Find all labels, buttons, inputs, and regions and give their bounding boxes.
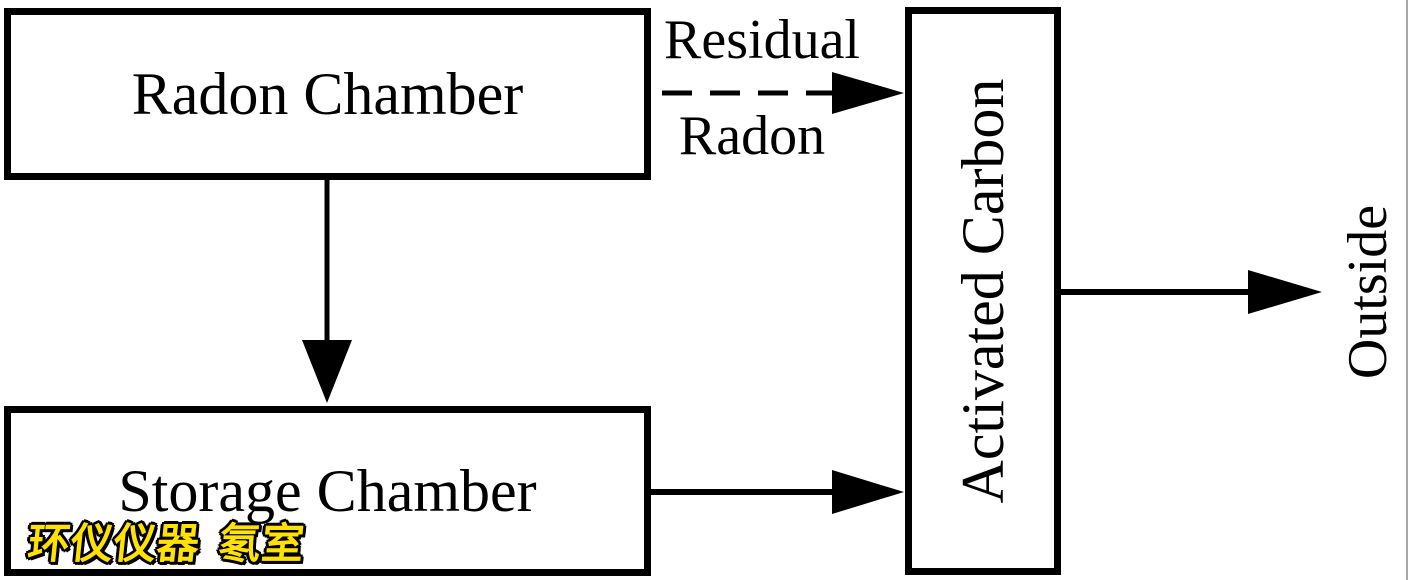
watermark-text: 环仪仪器 氡室 [25, 520, 308, 567]
image-right-border [1406, 0, 1408, 580]
arrow-residual-radon-dashed [662, 72, 904, 114]
arrow-carbon-to-outside-head [1248, 270, 1322, 314]
residual-edge-label-line1: Residual [664, 9, 860, 71]
residual-edge-label-line2: Radon [678, 105, 826, 167]
radon-chamber-box: Radon Chamber [4, 8, 651, 180]
activated-carbon-box: Activated Carbon [905, 7, 1061, 575]
arrow-radon-to-storage [302, 176, 352, 403]
outside-label: Outside [1337, 204, 1399, 380]
radon-chamber-label: Radon Chamber [131, 61, 524, 127]
arrow-storage-to-carbon [648, 470, 904, 514]
storage-chamber-box: Storage Chamber [4, 406, 651, 576]
arrow-storage-to-carbon-head [832, 470, 904, 514]
arrow-residual-radon-head [832, 72, 904, 114]
arrow-carbon-to-outside [1058, 270, 1322, 314]
storage-chamber-label: Storage Chamber [118, 458, 537, 524]
arrow-radon-to-storage-head [302, 340, 352, 403]
